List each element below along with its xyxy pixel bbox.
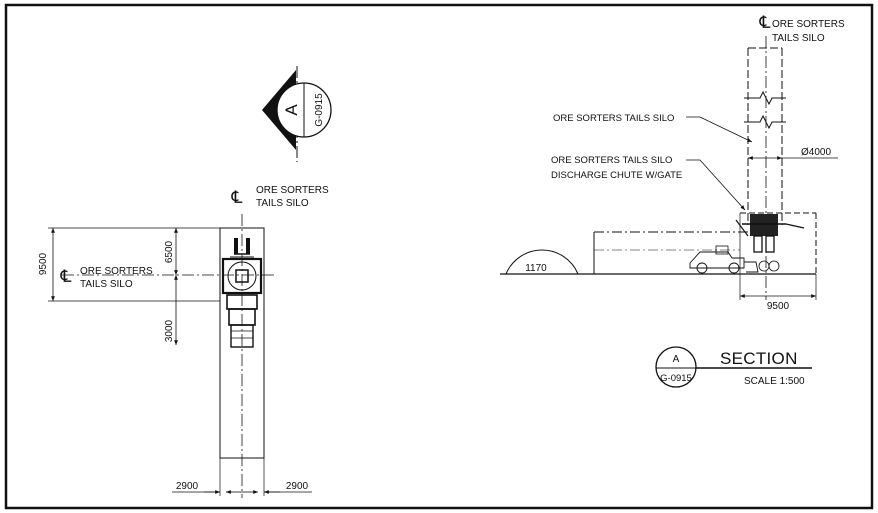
centerline-label-side-2: TAILS SILO	[80, 279, 133, 290]
title-text: SECTION	[720, 349, 798, 368]
discharge-chute-gate	[735, 214, 805, 253]
centerline-symbol-side: ℄	[60, 267, 72, 286]
section-centerline-symbol: ℄	[759, 13, 771, 32]
dim-lower: 3000	[164, 319, 175, 342]
chute-label-2: DISCHARGE CHUTE W/GATE	[551, 170, 682, 181]
dim-section-width: 9500	[767, 301, 790, 312]
centerline-label-top-2: TAILS SILO	[256, 198, 309, 209]
section-cut-sheet: G-0915	[314, 93, 325, 127]
centerline-label-side-1: ORE SORTERS	[80, 266, 153, 277]
centerline-label-top-1: ORE SORTERS	[256, 185, 329, 196]
plan-silo-square	[221, 257, 263, 295]
centerline-symbol-top: ℄	[231, 188, 243, 207]
dim-total-height: 9500	[38, 252, 49, 275]
title-marker-sheet: G-0915	[660, 373, 692, 384]
plan-view: A G-0915 ℄ ORE SORTERS TAILS SILO ℄ ORE …	[38, 66, 332, 498]
section-centerline-label-1: ORE SORTERS	[772, 19, 845, 30]
section-view: ℄ ORE SORTERS TAILS SILO ORE SORTERS TAI…	[500, 13, 845, 312]
chute-label-1: ORE SORTERS TAILS SILO	[551, 155, 672, 166]
section-title-block: A G-0915 SECTION SCALE 1:500	[655, 346, 812, 388]
section-centerline-label-2: TAILS SILO	[772, 33, 825, 44]
sheet-border	[4, 3, 874, 510]
dim-diameter: Ø4000	[801, 147, 831, 158]
dim-left-width: 2900	[176, 481, 199, 492]
dim-right-width: 2900	[286, 481, 309, 492]
dim-upper: 6500	[164, 240, 175, 263]
silo-label: ORE SORTERS TAILS SILO	[553, 113, 674, 124]
loader-vehicle	[689, 245, 780, 274]
title-marker-letter: A	[673, 354, 680, 365]
title-scale: SCALE 1:500	[744, 376, 805, 387]
section-cut-letter: A	[282, 104, 301, 116]
section-cut-marker: A G-0915	[262, 66, 332, 162]
dim-arc: 1170	[525, 263, 547, 274]
